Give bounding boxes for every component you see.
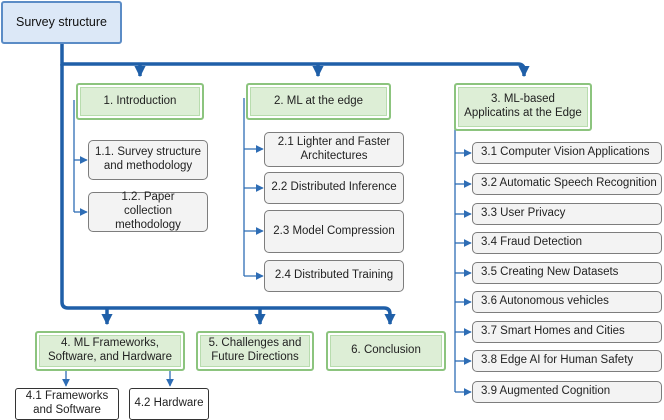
subsection-3-5: 3.5 Creating New Datasets	[472, 262, 662, 284]
subsection-3-1: 3.1 Computer Vision Applications	[472, 142, 662, 164]
section-ml-at-edge: 2. ML at the edge	[246, 83, 391, 120]
subsection-2-4: 2.4 Distributed Training	[264, 260, 404, 292]
main-connectors	[60, 44, 530, 326]
subsection-2-1: 2.1 Lighter and Faster Architectures	[264, 132, 404, 167]
section-introduction: 1. Introduction	[76, 83, 204, 120]
subsection-3-3: 3.3 User Privacy	[472, 203, 662, 225]
section-challenges: 5. Challenges and Future Directions	[196, 331, 314, 371]
root-node: Survey structure	[1, 1, 122, 44]
subsection-1-2: 1.2. Paper collection methodology	[88, 191, 208, 232]
subsection-4-2: 4.2 Hardware	[129, 388, 209, 420]
section-conclusion: 6. Conclusion	[326, 331, 446, 371]
subsection-3-6: 3.6 Autonomous vehicles	[472, 291, 662, 313]
sub-connectors	[62, 98, 472, 396]
section-frameworks: 4. ML Frameworks, Software, and Hardware	[35, 331, 185, 371]
section-ml-applications: 3. ML-based Applicatins at the Edge	[454, 83, 592, 131]
connector-root-bottom-bus	[60, 64, 396, 326]
subsection-4-1: 4.1 Frameworks and Software	[15, 388, 119, 420]
connector-root-top-bus	[60, 44, 530, 78]
subsection-3-2: 3.2 Automatic Speech Recognition	[472, 173, 662, 195]
subsection-3-8: 3.8 Edge AI for Human Safety	[472, 350, 662, 372]
subsection-1-1: 1.1. Survey structure and methodology	[88, 140, 208, 180]
subsection-2-3: 2.3 Model Compression	[264, 210, 404, 253]
subsection-2-2: 2.2 Distributed Inference	[264, 172, 404, 204]
subsection-3-9: 3.9 Augmented Cognition	[472, 381, 662, 403]
subsection-3-7: 3.7 Smart Homes and Cities	[472, 321, 662, 343]
subsection-3-4: 3.4 Fraud Detection	[472, 232, 662, 254]
